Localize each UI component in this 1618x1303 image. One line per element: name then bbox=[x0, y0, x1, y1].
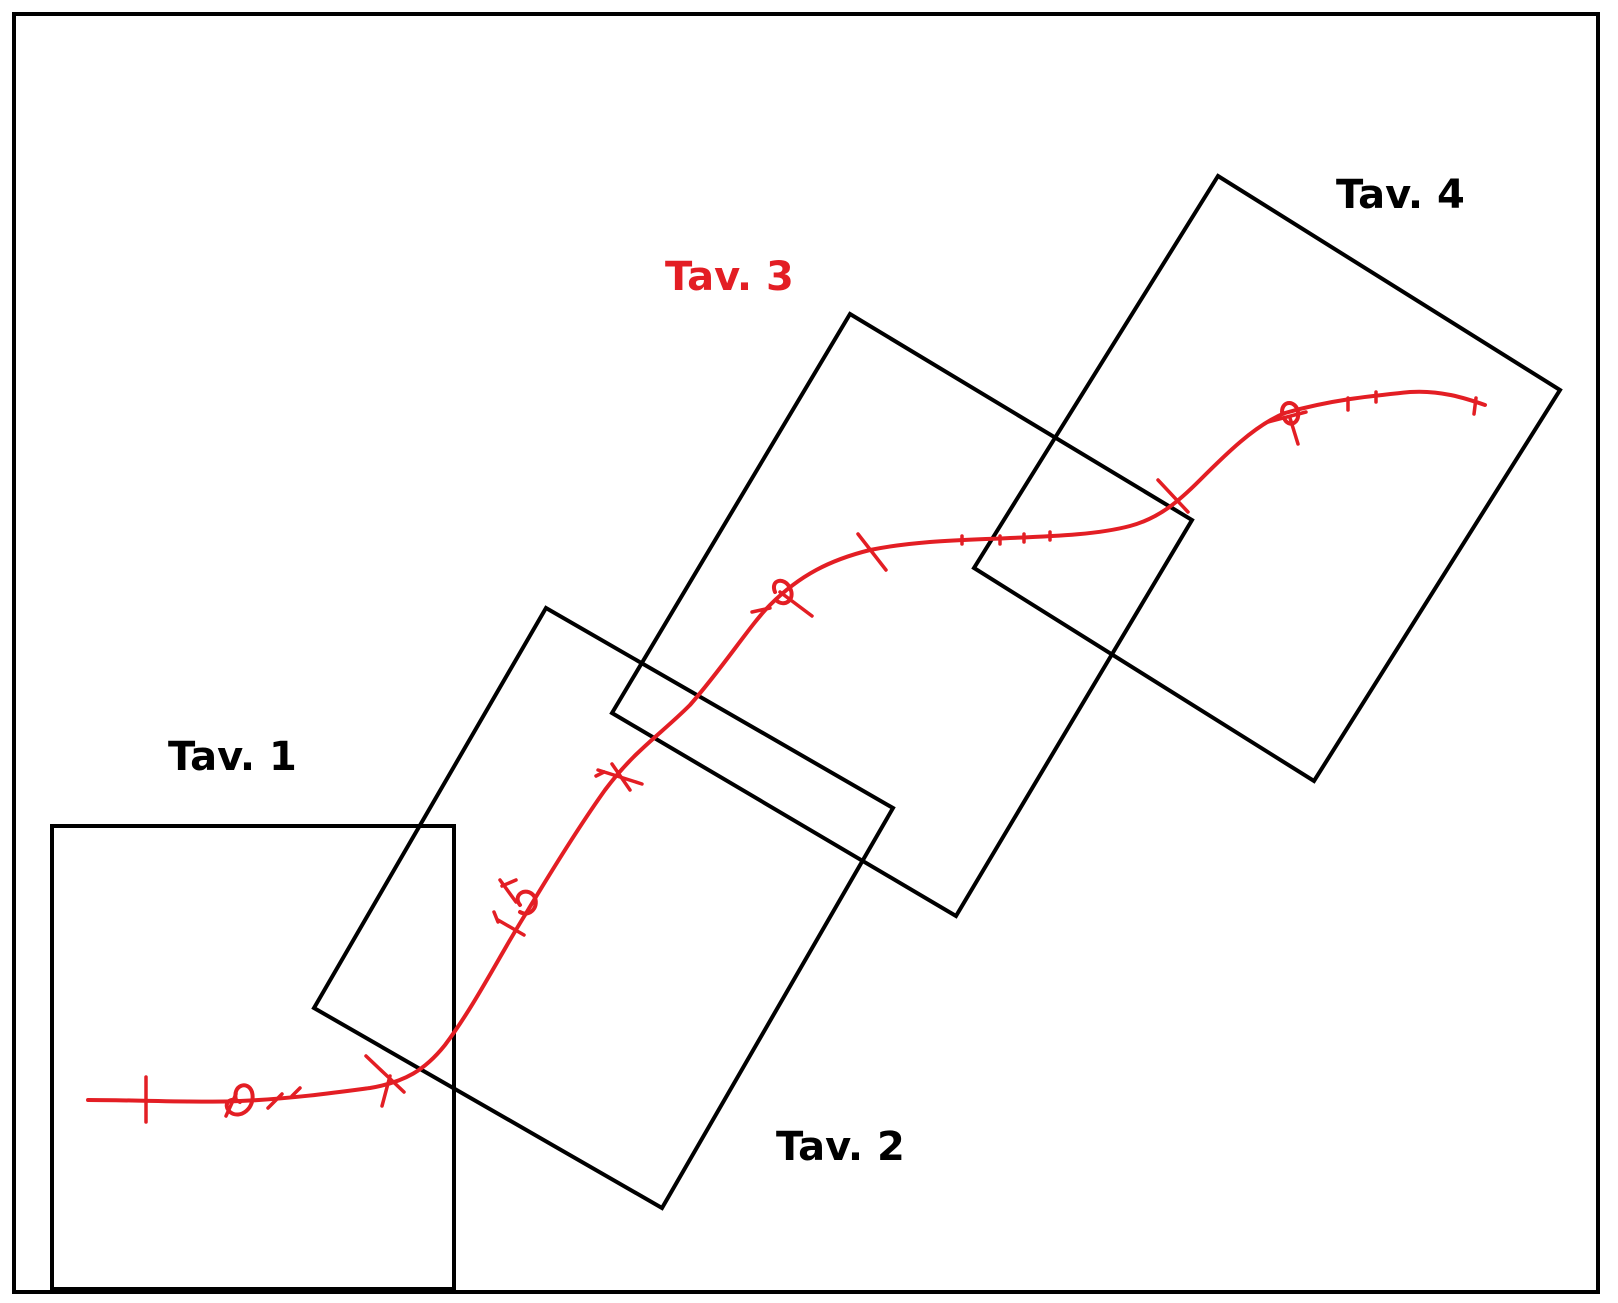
route-tick bbox=[750, 606, 772, 614]
route-tick bbox=[224, 1092, 238, 1118]
route-tick bbox=[1156, 478, 1190, 514]
route-line bbox=[86, 389, 1487, 1124]
route-tick bbox=[1472, 396, 1478, 416]
route-tick bbox=[1266, 410, 1308, 424]
sheet-label-tav-4: Tav. 4 bbox=[1336, 172, 1465, 218]
route-loop-2 bbox=[515, 889, 538, 916]
sheet-frame-tav-1[interactable] bbox=[50, 824, 456, 1291]
route-tick bbox=[1288, 416, 1300, 446]
sheet-label-tav-2: Tav. 2 bbox=[776, 1124, 905, 1170]
route-tick bbox=[856, 532, 888, 572]
route-tick bbox=[498, 878, 518, 904]
sheet-frame-tav-4[interactable] bbox=[971, 173, 1563, 784]
route-tick bbox=[290, 1086, 302, 1098]
route-tick bbox=[380, 1074, 392, 1108]
map-border bbox=[12, 12, 1600, 1294]
route-tick bbox=[500, 878, 518, 888]
sheet-label-tav-3: Tav. 3 bbox=[665, 254, 794, 300]
route-loop-3 bbox=[771, 578, 794, 606]
sheet-label-tav-1: Tav. 1 bbox=[168, 734, 297, 780]
route-tick bbox=[266, 1092, 284, 1110]
route-loop-1 bbox=[224, 1083, 255, 1117]
route-tick bbox=[610, 762, 632, 792]
route-tick bbox=[496, 918, 526, 937]
route-tick bbox=[364, 1054, 406, 1094]
route-tick bbox=[594, 770, 606, 778]
sheet-frame-tav-2[interactable] bbox=[311, 605, 896, 1211]
route-tick bbox=[778, 590, 814, 618]
sheet-frame-tav-3[interactable] bbox=[609, 311, 1195, 919]
route-loop-4 bbox=[1280, 401, 1301, 426]
route-tick bbox=[492, 910, 500, 924]
